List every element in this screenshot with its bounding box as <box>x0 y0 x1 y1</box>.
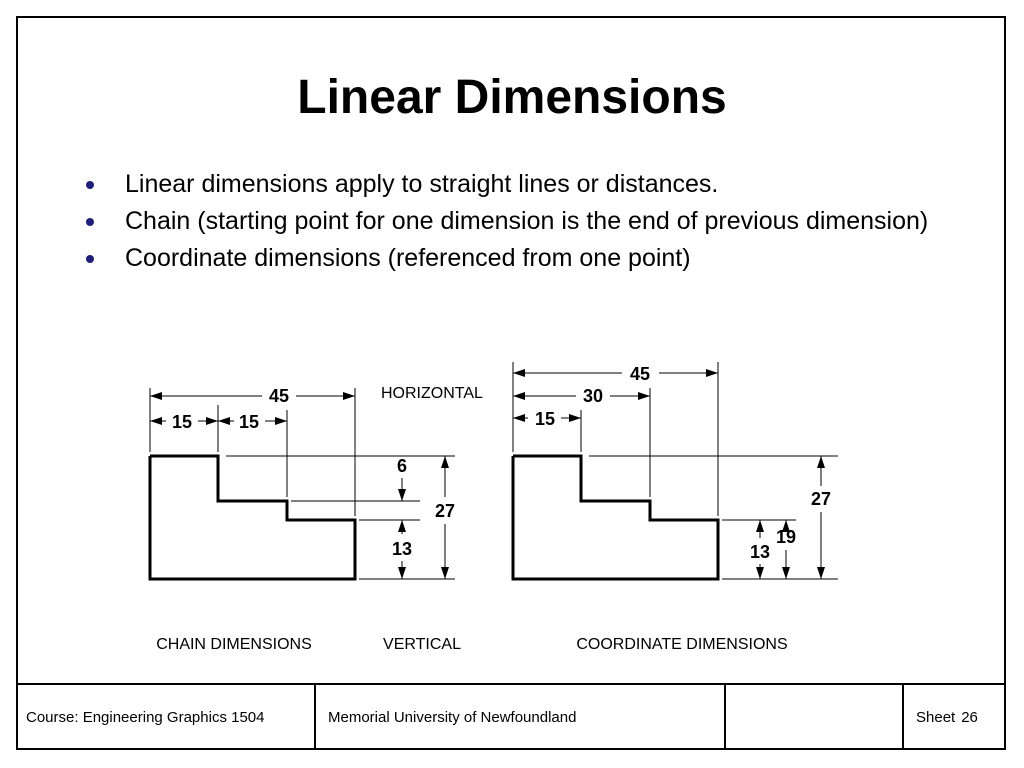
coordinate-dim-15-label: 15 <box>535 409 555 429</box>
slide-frame <box>16 16 1006 750</box>
bullet-dot-icon <box>86 255 94 263</box>
vertical-extension-lines <box>226 455 455 580</box>
footer-empty-cell <box>726 685 904 750</box>
chain-dim-15-first-label: 15 <box>172 412 192 432</box>
vertical-dim-27-label: 27 <box>435 501 455 521</box>
footer-sheet-label: Sheet <box>916 709 956 726</box>
footer-university-text: Memorial University of Newfoundland <box>328 709 577 726</box>
bullet-text: Chain (starting point for one dimension … <box>125 207 929 235</box>
vertical-dim-6-label: 6 <box>397 456 407 476</box>
footer-sheet: Sheet 26 <box>904 685 1004 750</box>
bullet-item: Linear dimensions apply to straight line… <box>86 170 966 199</box>
coordinate-part-outline <box>511 454 720 581</box>
footer-university: Memorial University of Newfoundland <box>316 685 726 750</box>
chain-dim-15-second-label: 15 <box>239 412 259 432</box>
chain-dim-45-label: 45 <box>269 386 289 406</box>
chain-part-outline <box>148 454 357 581</box>
footer-course: Course: Engineering Graphics 1504 <box>16 685 316 750</box>
horizontal-label: HORIZONTAL <box>381 385 483 402</box>
chain-extension-lines <box>149 388 356 516</box>
bullet-item: Chain (starting point for one dimension … <box>86 207 966 236</box>
bullet-text: Coordinate dimensions (referenced from o… <box>125 244 691 272</box>
bullet-dot-icon <box>86 218 94 226</box>
vertical-caption: VERTICAL <box>383 636 461 653</box>
coordinate-dimensions-caption: COORDINATE DIMENSIONS <box>576 636 787 653</box>
footer-bar: Course: Engineering Graphics 1504 Memori… <box>16 683 1006 750</box>
bullet-dot-icon <box>86 181 94 189</box>
chain-dimensions-caption: CHAIN DIMENSIONS <box>156 636 312 653</box>
coordinate-dim-19-label: 19 <box>776 527 796 547</box>
slide-title: Linear Dimensions <box>297 71 727 124</box>
bullet-text: Linear dimensions apply to straight line… <box>125 170 719 198</box>
coordinate-dim-27-label: 27 <box>811 489 831 509</box>
footer-course-text: Course: Engineering Graphics 1504 <box>26 709 265 726</box>
vertical-dim-13-label: 13 <box>392 539 412 559</box>
coordinate-dim-30-label: 30 <box>583 386 603 406</box>
coordinate-dim-45-label: 45 <box>630 364 650 384</box>
coordinate-dim-13-label: 13 <box>750 542 770 562</box>
bullet-item: Coordinate dimensions (referenced from o… <box>86 244 966 273</box>
bullet-list: Linear dimensions apply to straight line… <box>86 170 966 281</box>
footer-sheet-number: 26 <box>961 709 978 726</box>
